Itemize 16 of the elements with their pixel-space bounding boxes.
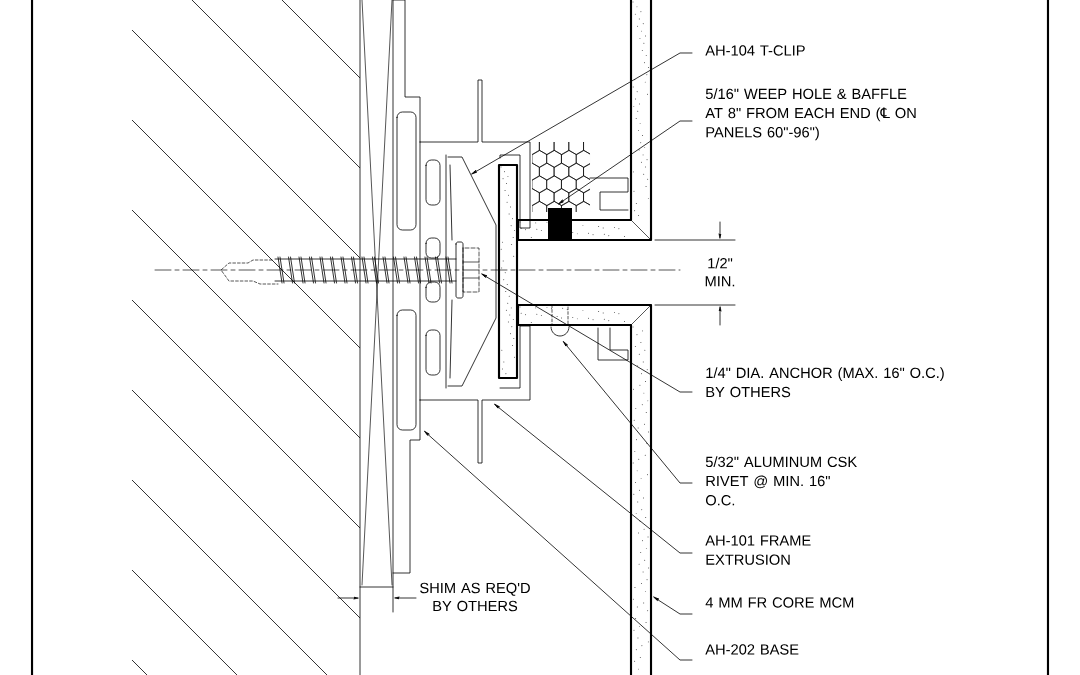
leader-line [653,596,693,615]
leader-line [481,273,693,393]
callout-text: AH-101 FRAME EXTRUSION [705,535,811,565]
callout-text: AH-202 BASE [705,644,799,655]
leader-line [471,52,693,175]
leader-line [494,403,693,554]
callout-text: 5/32" ALUMINUM CSK RIVET @ MIN. 16" O.C. [705,456,857,506]
callout-text: 4 MM FR CORE MCM [705,597,854,608]
dimension-label: SHIM AS REQ'D BY OTHERS [420,582,530,612]
dimension-label: 1/2" MIN. [705,257,735,287]
leader-line [558,120,693,205]
leader-line [563,341,693,484]
callout-text: 5/16" WEEP HOLE & BAFFLE AT 8" FROM EACH END (℄ ON PANELS 60"-96") [705,88,916,141]
callout-text: AH-104 T-CLIP [705,45,805,56]
callout-text: 1/4" DIA. ANCHOR (MAX. 16" O.C.) BY OTHERS [706,367,944,398]
leader-line [424,431,693,661]
